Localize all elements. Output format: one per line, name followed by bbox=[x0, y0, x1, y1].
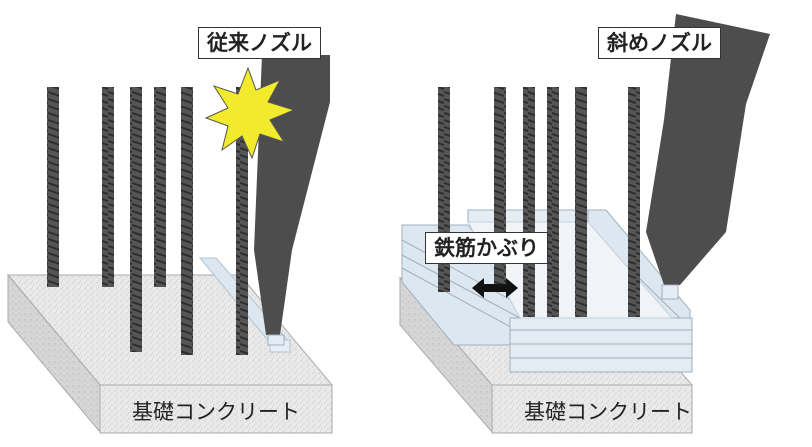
diagonal-nozzle bbox=[646, 14, 770, 300]
rebar-cover-label: 鉄筋かぶり bbox=[425, 232, 548, 264]
rebar bbox=[130, 87, 142, 352]
rebar bbox=[575, 87, 587, 317]
rebar bbox=[154, 87, 166, 287]
cover-arrow-icon bbox=[472, 278, 518, 298]
rebar bbox=[102, 87, 114, 287]
rebar bbox=[547, 87, 559, 317]
diagonal-nozzle-label: 斜めノズル bbox=[598, 27, 721, 59]
collision-burst-icon bbox=[204, 66, 296, 160]
conventional-nozzle-label: 従来ノズル bbox=[198, 27, 321, 59]
rebar bbox=[523, 87, 535, 317]
right-base-label: 基礎コンクリート bbox=[524, 400, 692, 424]
rebar bbox=[236, 87, 248, 355]
rebar bbox=[628, 87, 640, 317]
rebar bbox=[47, 87, 59, 287]
left-rebars bbox=[47, 87, 248, 355]
rebar bbox=[181, 87, 193, 355]
left-base-label: 基礎コンクリート bbox=[132, 400, 300, 424]
